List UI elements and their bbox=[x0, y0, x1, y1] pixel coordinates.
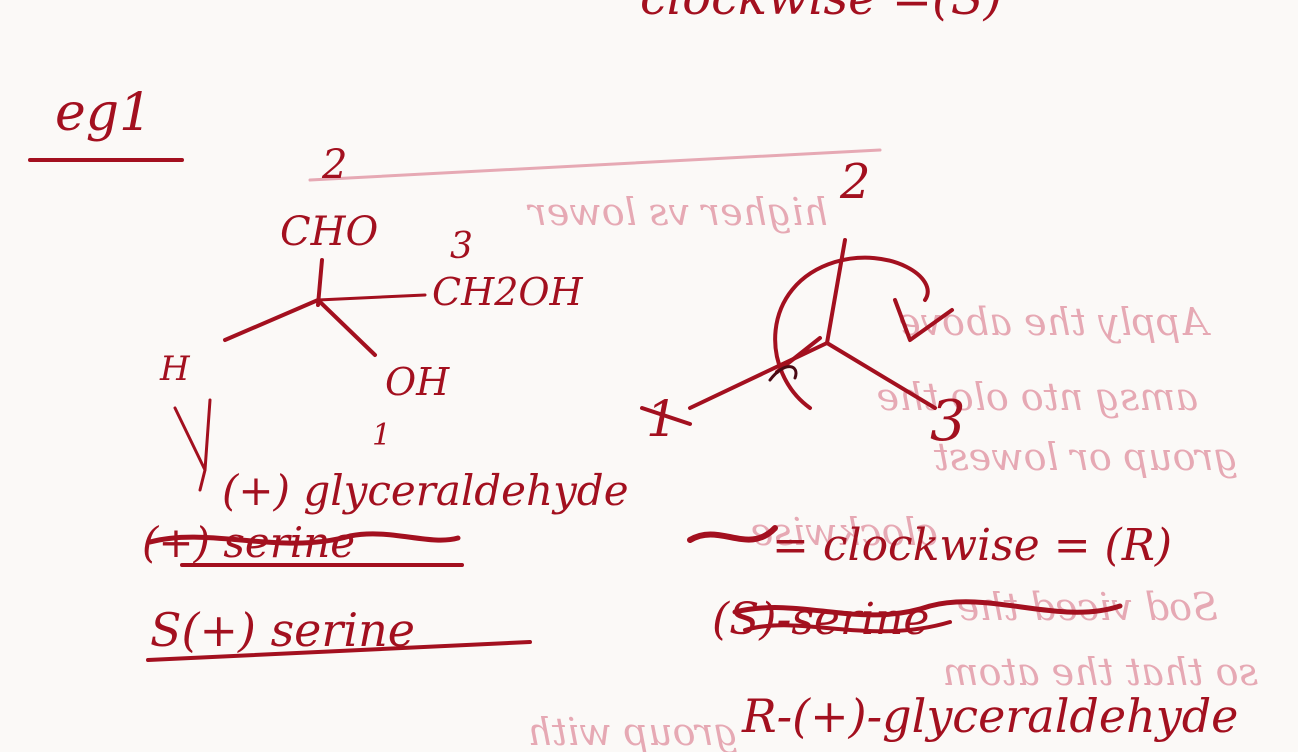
rotation-arrow bbox=[773, 255, 930, 410]
rotation-arrowhead bbox=[893, 298, 954, 342]
serine-result: S(+) serine bbox=[146, 603, 532, 662]
struck-word bbox=[687, 525, 778, 543]
bleed-line: amsg nto olo the bbox=[876, 375, 1198, 419]
right-bond bbox=[316, 293, 427, 302]
serine-scribble bbox=[732, 599, 1123, 618]
bleed-line: clockwise bbox=[751, 510, 938, 554]
serine-underline bbox=[146, 640, 532, 662]
bleed-line: group or lowest bbox=[933, 435, 1238, 479]
bleed-line: so that the atom bbox=[943, 650, 1258, 694]
right-priority-number: 3 bbox=[450, 226, 473, 267]
left-atom-label: H bbox=[159, 349, 191, 389]
struck-name-right: (S)-serine bbox=[712, 594, 1123, 645]
bond-to-1 bbox=[688, 341, 829, 410]
label-1-strike bbox=[640, 406, 692, 426]
margin-mark bbox=[173, 398, 212, 492]
compound-name: (+) glyceraldehyde bbox=[222, 466, 629, 515]
bottom-priority-number: 1 bbox=[372, 418, 391, 453]
bond-to-2 bbox=[825, 238, 847, 345]
clockwise-result-label: = clockwise = (R) bbox=[772, 520, 1172, 571]
strike-scribble bbox=[147, 531, 461, 546]
bottom-bond bbox=[316, 298, 377, 357]
bleed-line: higher vs lower bbox=[526, 190, 828, 234]
bottom-group-label: OH bbox=[385, 360, 450, 404]
projection-diagram: 2 1 3 bbox=[640, 154, 966, 454]
top-group-label: CHO bbox=[280, 209, 378, 255]
final-compound-name: R-(+)-glyceraldehyde bbox=[741, 689, 1238, 743]
struck-serine-label: (S)-serine bbox=[712, 594, 929, 645]
clockwise-result: = clockwise = (R) bbox=[687, 520, 1172, 571]
top-note: clockwise =(S) bbox=[640, 0, 1002, 26]
top-priority-number: 2 bbox=[321, 142, 347, 188]
center-mark bbox=[768, 365, 798, 382]
bleed-line: Sod viced the bbox=[957, 585, 1218, 629]
struck-name-left: (+) serine bbox=[142, 518, 464, 567]
example-label: eg1 bbox=[55, 83, 152, 143]
serine-scribble-2 bbox=[743, 620, 952, 634]
bleed-line: group with bbox=[527, 710, 738, 752]
right-group-label: CH2OH bbox=[432, 270, 584, 314]
label-priority-2: 2 bbox=[839, 154, 871, 210]
bleed-line: Apply the above bbox=[898, 300, 1211, 344]
bleed-rule bbox=[308, 148, 882, 182]
fischer-structure: 2 CHO 3 CH2OH H OH 1 bbox=[159, 142, 584, 492]
vertical-bond bbox=[316, 258, 324, 307]
label-priority-3: 3 bbox=[930, 389, 966, 454]
bond-to-3 bbox=[825, 341, 937, 410]
left-bond bbox=[223, 298, 320, 342]
